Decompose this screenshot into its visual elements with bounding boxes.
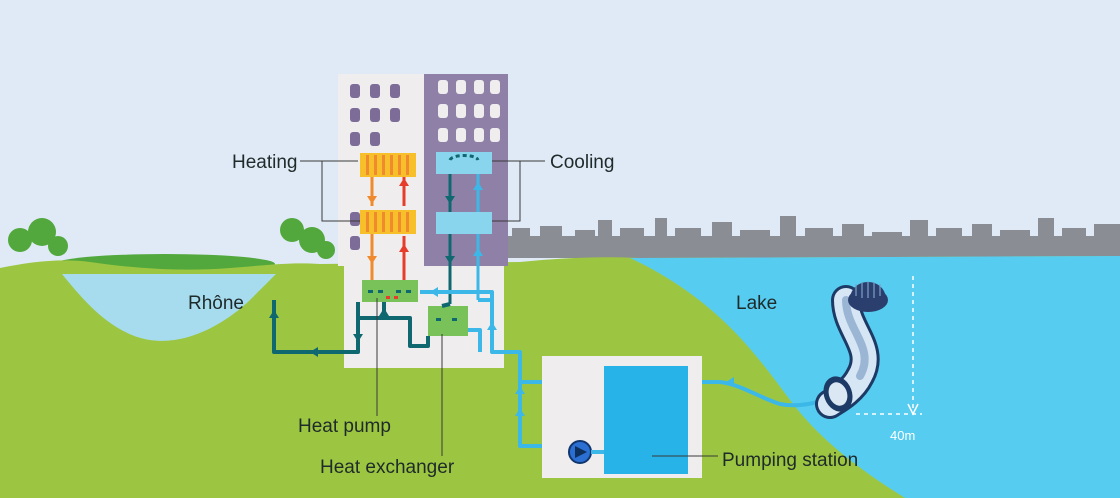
label-heat-exchanger: Heat exchanger (320, 457, 455, 478)
lake-intake-pipe-icon (815, 281, 888, 419)
label-rhone: Rhône (188, 293, 244, 314)
heat-exchanger-unit (428, 306, 468, 336)
label-heating: Heating (232, 152, 298, 173)
supply-pipe-from-lake (420, 290, 837, 448)
building-windows-right (438, 80, 500, 142)
heat-pump-hot-marks (386, 296, 398, 299)
cooling-arrows (445, 182, 483, 264)
supply-pipe-arrows (430, 287, 734, 416)
pump-direction-icon (575, 446, 587, 458)
rhone-river (62, 274, 276, 341)
label-depth: 40m (890, 428, 915, 443)
heating-radiator-bottom (360, 210, 416, 234)
heating-radiator-top (360, 153, 416, 177)
label-lake: Lake (736, 293, 777, 314)
label-cooling: Cooling (550, 152, 614, 173)
return-pipe-arrows (269, 308, 389, 357)
city-skyline (508, 216, 1120, 258)
label-heat-pump: Heat pump (298, 416, 391, 437)
leader-lines (300, 160, 718, 457)
heat-pump-unit (362, 280, 418, 302)
building-windows-left (350, 84, 400, 250)
heat-pump-markings (368, 290, 411, 293)
heat-exchanger-markings (436, 318, 457, 321)
pumping-station-tank (604, 366, 688, 474)
cooling-panel-bottom (436, 212, 492, 234)
heating-arrows (367, 178, 409, 264)
label-pumping-station: Pumping station (722, 450, 858, 471)
